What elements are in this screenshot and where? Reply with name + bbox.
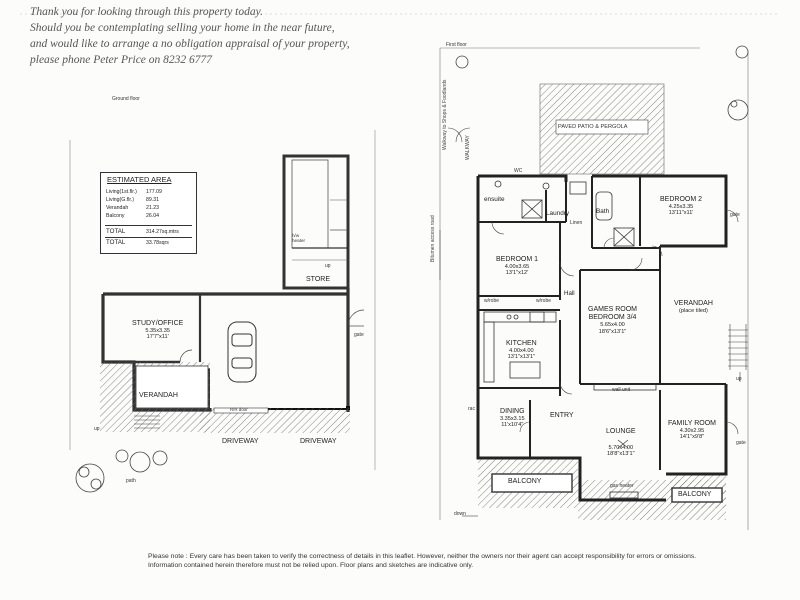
total-label: TOTAL (106, 239, 126, 246)
walkway-shops-label: Walkway to Shops & Foodlands (442, 79, 448, 150)
linen-label: Linen (570, 220, 583, 226)
gate-label: gate (736, 440, 746, 446)
wrobe-label: w/robe (536, 298, 552, 304)
shrub-icon (75, 449, 168, 493)
laundry-label: Laundry (546, 210, 570, 217)
balcony-label-1: BALCONY (508, 478, 542, 485)
wall-unit-label: wall unit (612, 387, 631, 393)
balcony-label-2: BALCONY (678, 491, 712, 498)
gate-label: gate (354, 332, 364, 338)
roller-door-label: R/R door (230, 407, 248, 412)
up-label: up (736, 376, 742, 382)
driveway-label-1: DRIVEWAY (222, 438, 259, 445)
family-room-label: FAMILY ROOM 4.30x2.95 14'1"x9'8" (668, 420, 716, 441)
hw-heater-label: h/w heater (292, 233, 306, 243)
up-label: up (325, 263, 331, 269)
wc-label: WC (514, 168, 523, 174)
plant-icon (455, 45, 749, 121)
total-value: 314.27sq.mtrs (146, 229, 179, 235)
total-label: TOTAL (106, 228, 126, 235)
driveway-label-2: DRIVEWAY (300, 438, 337, 445)
ground-floor-outline (100, 288, 350, 433)
hall-label: Hall (564, 290, 575, 297)
entry-label: ENTRY (550, 412, 574, 419)
gas-heater-label: gas heater (610, 483, 634, 489)
verandah-label: VERANDAH (139, 392, 178, 399)
kitchen-label: KITCHEN 4.00x4.00 13'1"x13'1" (506, 340, 537, 361)
bedroom-2-label: BEDROOM 2 4.25x3.35 13'11"x11' (660, 196, 703, 217)
dining-label: DINING 3.35x3.15 11'x10'4" (500, 408, 525, 429)
car-symbol (227, 321, 257, 383)
area-row-value: 21.23 (146, 205, 159, 211)
store-block (282, 154, 350, 290)
walkway-label: WALKWAY (465, 135, 471, 160)
study-office-label: STUDY/OFFICE 5.35x3.35 17'7"x11' (132, 320, 184, 341)
verandah-right-label: VERANDAH (place tiled) (674, 300, 713, 315)
first-floor-label: First floor (446, 42, 467, 48)
store-label: STORE (306, 276, 330, 283)
ensuite-label: ensuite (484, 196, 505, 203)
header-line-3: and would like to arrange a no obligatio… (30, 38, 350, 50)
gate-label: gate (730, 212, 740, 218)
down-label: down (454, 511, 466, 517)
total-value: 33.78sqrs (146, 240, 169, 246)
area-row-value: 177.09 (146, 189, 162, 195)
estimated-area-title: ESTIMATED AREA (107, 175, 172, 184)
first-floor-outline (476, 174, 728, 502)
bath-label: Bath (596, 208, 610, 215)
patio-label: PAVED PATIO & PERGOLA (558, 124, 628, 130)
header-line-2: Should you be contemplating selling your… (30, 22, 335, 34)
disclaimer-note: Please note : Every care has been taken … (148, 553, 697, 570)
wrobe-label: w/robe (484, 298, 500, 304)
area-row-label: Verandah (106, 205, 129, 211)
rac-label: rac (468, 406, 475, 412)
up-label: up (94, 426, 100, 432)
access-road-label: Bitumen access road (430, 215, 436, 262)
area-row-label: Balcony (106, 213, 125, 219)
area-row-label: Living(G.flr.) (106, 197, 134, 203)
area-row-value: 89.31 (146, 197, 159, 203)
games-room-label: GAMES ROOM BEDROOM 3/4 5.65x4.00 18'6"x1… (588, 306, 638, 335)
estimated-area-table: ESTIMATED AREA Living(1st.flr.) 177.09 L… (100, 172, 197, 254)
bedroom-1-label: BEDROOM 1 4.00x3.65 13'1"x12' (496, 256, 539, 277)
area-row-label: Living(1st.flr.) (106, 189, 137, 195)
path-label: path (126, 478, 136, 484)
header-line-1: Thank you for looking through this prope… (30, 6, 263, 18)
ground-floor-label: Ground floor (112, 96, 140, 102)
interior-walls (478, 176, 726, 470)
lounge-label: LOUNGE 5.70x4.00 18'8"x13'1" (606, 428, 636, 458)
area-row-value: 26.04 (146, 213, 159, 219)
header-line-4: please phone Peter Price on 8232 6777 (30, 54, 213, 66)
